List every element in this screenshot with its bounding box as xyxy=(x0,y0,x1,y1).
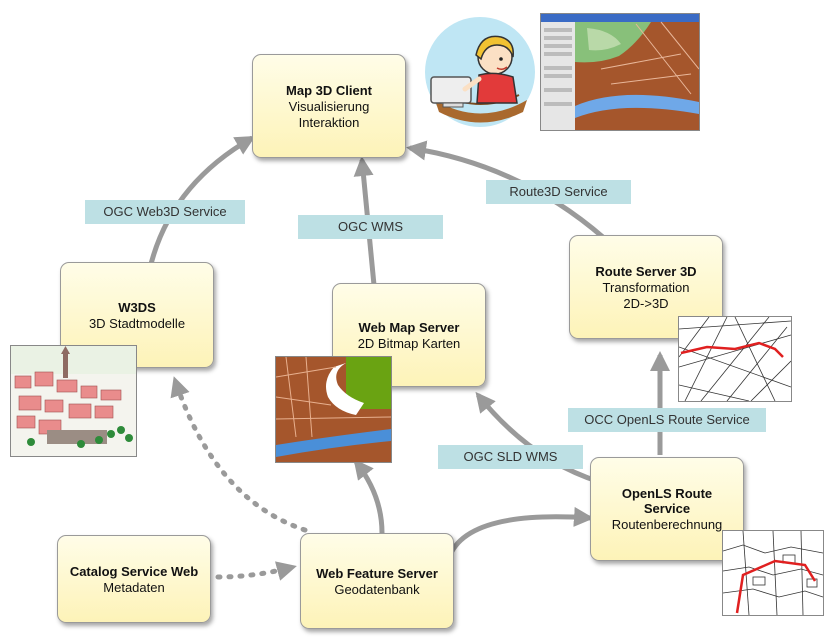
node-subtitle: Transformation xyxy=(602,279,690,295)
route-3d-wireframe-thumbnail xyxy=(678,316,792,402)
node-title: W3DS xyxy=(118,299,156,315)
label-route3d-service: Route3D Service xyxy=(486,180,631,204)
node-title: Map 3D Client xyxy=(286,82,372,98)
arrow-wfs-to-openls xyxy=(447,506,594,557)
bitmap-map-thumbnail xyxy=(275,356,392,463)
route-2d-map-thumbnail xyxy=(722,530,824,616)
label-openls-route-service: OCC OpenLS Route Service xyxy=(568,408,766,432)
arrow-csw-to-wfs-dotted xyxy=(215,561,297,581)
label-ogc-sld-wms: OGC SLD WMS xyxy=(438,445,583,469)
node-title: Route Server 3D xyxy=(595,263,697,279)
node-title: Catalog Service Web xyxy=(69,563,199,579)
node-subtitle: 2D->3D xyxy=(623,295,669,311)
node-title: OpenLS Route Service xyxy=(621,486,713,516)
node-subtitle: 3D Stadtmodelle xyxy=(88,315,186,331)
node-subtitle: Routenberechnung xyxy=(611,517,723,532)
client-screenshot-thumbnail xyxy=(540,13,700,131)
node-title: Web Feature Server xyxy=(316,565,438,581)
node-catalog-service-web: Catalog Service Web Metadaten xyxy=(57,535,211,623)
node-web-feature-server: Web Feature Server Geodatenbank xyxy=(300,533,454,629)
user-at-computer-illustration xyxy=(425,17,535,127)
label-ogc-web3d-service: OGC Web3D Service xyxy=(85,200,245,224)
node-subtitle: Interaktion xyxy=(298,114,360,130)
city-model-3d-thumbnail xyxy=(10,345,137,457)
label-ogc-wms: OGC WMS xyxy=(298,215,443,239)
arrow-route3d-to-map3d xyxy=(406,140,606,240)
node-title: Web Map Server xyxy=(358,319,460,335)
arrow-wfs-to-wms xyxy=(353,458,385,534)
node-openls-route-service: OpenLS Route Service Routenberechnung xyxy=(590,457,744,561)
node-subtitle: Geodatenbank xyxy=(334,581,420,597)
arrow-wfs-to-w3ds-dotted xyxy=(170,376,308,533)
node-subtitle: Metadaten xyxy=(103,579,165,595)
arrow-w3ds-to-map3d xyxy=(147,135,256,269)
node-subtitle: 2D Bitmap Karten xyxy=(357,335,461,351)
node-subtitle: Visualisierung xyxy=(288,98,370,114)
node-map-3d-client: Map 3D Client Visualisierung Interaktion xyxy=(252,54,406,158)
